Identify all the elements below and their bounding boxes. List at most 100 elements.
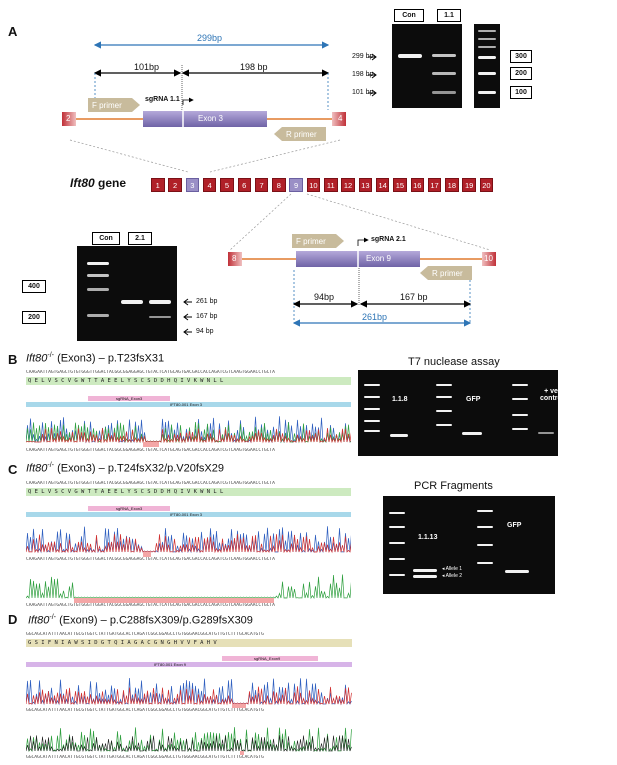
panel-c-seq-top: CAAGAATTAGTGAGCTGTGTGGGTTGGACTACGGCGGAGG… (26, 481, 275, 486)
gel-top-label-299: 299 bp (352, 53, 374, 60)
panel-b-sgrna: sgRNA_Exon3 (116, 396, 143, 401)
lower-r-primer: R primer (432, 269, 463, 278)
upper-r-primer: R primer (286, 130, 317, 139)
panel-c-desc: (Exon3) – p.T24fsX32/p.V20fsX29 (54, 462, 225, 475)
panel-b-feature: IFT80-001 Exon 3 (170, 402, 203, 407)
exon-13: 13 (358, 178, 373, 192)
panel-d-sgrna-bar (222, 656, 318, 661)
panel-c-sgrna-bar (88, 506, 170, 511)
exon-2: 2 (168, 178, 182, 192)
lower-total-size: 261bp (362, 312, 388, 322)
lower-left-size: 94bp (314, 292, 335, 302)
exon-10: 10 (306, 178, 321, 192)
upper-sgrna: sgRNA 1.1 (145, 96, 180, 103)
panel-c-gel-label-2: GFP (507, 522, 522, 529)
panel-b-feature-bar (26, 402, 351, 407)
panel-b-gene: Ift80 (26, 352, 48, 365)
upper-flank-right: 4 (338, 114, 343, 123)
gel-top-image (392, 24, 462, 108)
panel-c-allele-2: ◂ Allele 2 (442, 573, 463, 579)
upper-left-size: 101bp (134, 62, 160, 72)
lower-right-size: 167 bp (400, 292, 428, 302)
panel-label-d: D (8, 612, 18, 627)
exon-17: 17 (427, 178, 442, 192)
gene-suffix: gene (94, 176, 127, 190)
exon-20: 20 (479, 178, 494, 192)
exon-16: 16 (410, 178, 424, 192)
panel-c-gene: Ift80 (26, 462, 48, 475)
exon-19: 19 (462, 178, 476, 192)
gene-name: Ift80 (70, 176, 95, 190)
panel-b-seq-top: CAAGAATTAGTGAGCTGTGTGGGTTGGACTACGGCGGAGG… (26, 370, 275, 375)
gel-top-label-101: 101 bp (352, 89, 374, 96)
gel-top-ladder-image (474, 24, 500, 108)
exon-9: 9 (289, 178, 303, 192)
panel-c-allele-2-text: Allele 2 (445, 573, 463, 579)
lower-sgrna: sgRNA 2.1 (371, 236, 406, 243)
exon-7: 7 (254, 178, 269, 192)
gel-top-lane-1-1: 1.1 (437, 9, 461, 22)
panel-d-sup: -/- (49, 614, 57, 621)
panel-d-feature-bar (26, 662, 352, 667)
gel-top-ladder-200: 200 (510, 67, 532, 80)
panel-c-gel (383, 496, 555, 594)
panel-c-sup: -/- (47, 462, 55, 469)
upper-f-primer: F primer (92, 101, 122, 110)
panel-c-feature: IFT80-001 Exon 3 (170, 512, 203, 517)
exon-5: 5 (220, 178, 234, 192)
exon-15: 15 (393, 178, 407, 192)
upper-exon-label: Exon 3 (198, 114, 223, 123)
panel-d-gene: Ift80 (28, 614, 50, 627)
panel-b-title: Ift80-/- (Exon3) – p.T23fsX31 (26, 352, 164, 365)
lower-flank-right: 10 (484, 254, 493, 263)
panel-d-seq-mid: GGCAGCATATTTAACATTGCGTGGTCTATTGATGGCACTC… (26, 708, 264, 713)
panel-label-c: C (8, 462, 18, 477)
panel-d-sgrna: sgRNA_Exon9 (254, 656, 281, 661)
exon-3: 3 (185, 178, 200, 192)
panel-c-chromatogram (26, 526, 351, 603)
panel-label-b: B (8, 352, 18, 367)
gel-top-ladder-100: 100 (510, 86, 532, 99)
panel-c-title: Ift80-/- (Exon3) – p.T24fsX32/p.V20fsX29 (26, 462, 224, 475)
panel-b-gel (358, 370, 558, 456)
panel-c-allele-1-text: Allele 1 (445, 566, 463, 572)
lower-f-primer: F primer (296, 237, 326, 246)
panel-b-aa: Q E L V S C V G W T T A E E L Y S C S D … (28, 378, 224, 384)
panel-b-aa-strip (26, 377, 351, 385)
panel-b-seq-bottom: CAAGAATTAGTGAGCTGTGTGGGTTGGACTACGGCGGAGG… (26, 448, 275, 453)
panel-c-seq-mid: CAAGAATTAGTGAGCTGTGTGGGTTGGACTACGGCGGAGG… (26, 557, 275, 562)
panel-b-gel-label-3: + ve control (540, 388, 564, 402)
gel-top-lane-con: Con (394, 9, 424, 22)
panel-c-allele-1: ◂ Allele 1 (442, 566, 463, 572)
panel-b-desc: (Exon3) – p.T23fsX31 (54, 352, 165, 365)
gel-bottom-label-167: 167 bp (196, 313, 218, 320)
panel-d-aa: G S I F N I A W S I D G T Q I A G A C G … (28, 640, 217, 646)
panel-d-aa-strip (26, 639, 352, 647)
gel-bottom-ladder-400: 400 (22, 280, 46, 293)
panel-c-feature-bar (26, 512, 351, 517)
exon-14: 14 (375, 178, 390, 192)
gel-top-ladder-300: 300 (510, 50, 532, 63)
lower-exon-label: Exon 9 (366, 254, 391, 263)
panel-b-gel-label-1: 1.1.8 (392, 396, 408, 403)
upper-flank-left: 2 (66, 114, 71, 123)
exon-18: 18 (445, 178, 459, 192)
gel-bottom-label-261: 261 bp (196, 298, 218, 305)
panel-d-seq-top: GGCAGCATATTTAACATTGCGTGGTCTATTGATGGCACTC… (26, 632, 264, 637)
panel-c-fragments-title: PCR Fragments (414, 480, 493, 492)
panel-c-aa-strip (26, 488, 351, 496)
gel-bottom-ladder-200: 200 (22, 311, 46, 324)
gel-bottom-image (77, 246, 177, 341)
gel-top-label-198: 198 bp (352, 71, 374, 78)
panel-b-assay-title: T7 nuclease assay (408, 356, 500, 368)
panel-d-seq-bottom: GGCAGCATATTTAACATTGCGTGGTCTATTGATGGCACTC… (26, 755, 264, 760)
exon-1: 1 (151, 178, 165, 192)
panel-d-title: Ift80-/- (Exon9) – p.C288fsX309/p.G289fs… (28, 614, 253, 627)
panel-c-gel-label-1: 1.1.13 (418, 534, 438, 541)
panel-c-aa: Q E L V S C V G W T T A E E L Y S C S D … (28, 489, 224, 495)
upper-right-size: 198 bp (240, 62, 268, 72)
exon-8: 8 (272, 178, 286, 192)
gel-bottom-label-94: 94 bp (196, 328, 214, 335)
panel-d-desc: (Exon9) – p.C288fsX309/p.G289fsX309 (56, 614, 253, 627)
